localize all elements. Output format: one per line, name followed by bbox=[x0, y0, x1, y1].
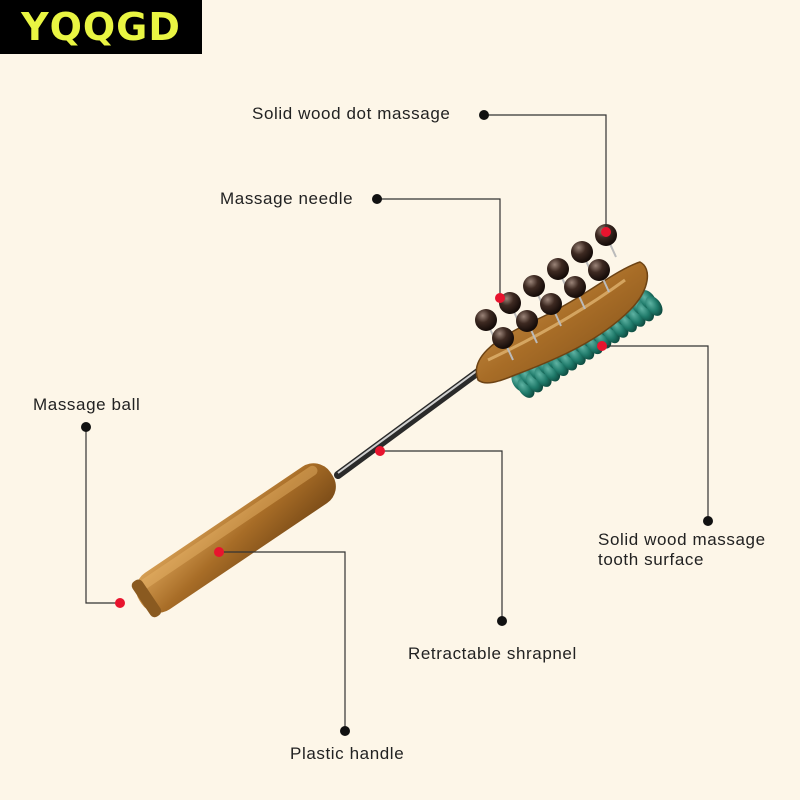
label-massage-needle: Massage needle bbox=[220, 189, 354, 208]
endpoint-dot bbox=[703, 516, 713, 526]
marker-dot bbox=[115, 598, 125, 608]
massage-ball bbox=[588, 259, 610, 281]
red-markers bbox=[115, 227, 611, 608]
plastic-handle-shape bbox=[131, 463, 336, 618]
marker-dot bbox=[375, 446, 385, 456]
tooth bbox=[645, 296, 663, 316]
leader-tooth-surface bbox=[602, 345, 709, 521]
label-retractable-shrapnel: Retractable shrapnel bbox=[408, 644, 577, 663]
endpoint-dot bbox=[81, 422, 91, 432]
leader-massage-needle bbox=[377, 198, 501, 298]
retractable-shaft bbox=[334, 368, 482, 479]
leader-solid-wood-dot-massage bbox=[484, 114, 607, 232]
label-solid-wood-dot-massage: Solid wood dot massage bbox=[252, 104, 451, 123]
endpoint-dot bbox=[372, 194, 382, 204]
massage-head-shape bbox=[475, 261, 649, 384]
endpoint-dot bbox=[479, 110, 489, 120]
marker-dot bbox=[601, 227, 611, 237]
leader-plastic-handle bbox=[219, 551, 346, 731]
marker-dot bbox=[495, 293, 505, 303]
endpoint-dot bbox=[340, 726, 350, 736]
leader-retractable-shrapnel bbox=[380, 450, 503, 621]
marker-dot bbox=[597, 341, 607, 351]
massage-ball bbox=[564, 276, 586, 298]
marker-dot bbox=[214, 547, 224, 557]
massage-balls bbox=[475, 224, 617, 361]
massage-ball bbox=[492, 327, 514, 349]
massage-ball bbox=[523, 275, 545, 297]
label-massage-ball: Massage ball bbox=[33, 395, 141, 414]
massage-ball bbox=[540, 293, 562, 315]
massage-ball bbox=[475, 309, 497, 331]
massage-ball bbox=[516, 310, 538, 332]
endpoint-dot bbox=[497, 616, 507, 626]
label-plastic-handle: Plastic handle bbox=[290, 744, 405, 763]
massage-ball bbox=[571, 241, 593, 263]
brand-logo: YQQGD bbox=[0, 0, 202, 54]
massage-ball bbox=[547, 258, 569, 280]
label-endpoint-dots bbox=[81, 110, 713, 736]
leader-massage-ball bbox=[85, 427, 120, 604]
brand-logo-text: YQQGD bbox=[21, 5, 181, 49]
label-solid-wood-massage-tooth-surface: Solid wood massage tooth surface bbox=[598, 530, 766, 569]
leader-lines bbox=[85, 114, 709, 731]
